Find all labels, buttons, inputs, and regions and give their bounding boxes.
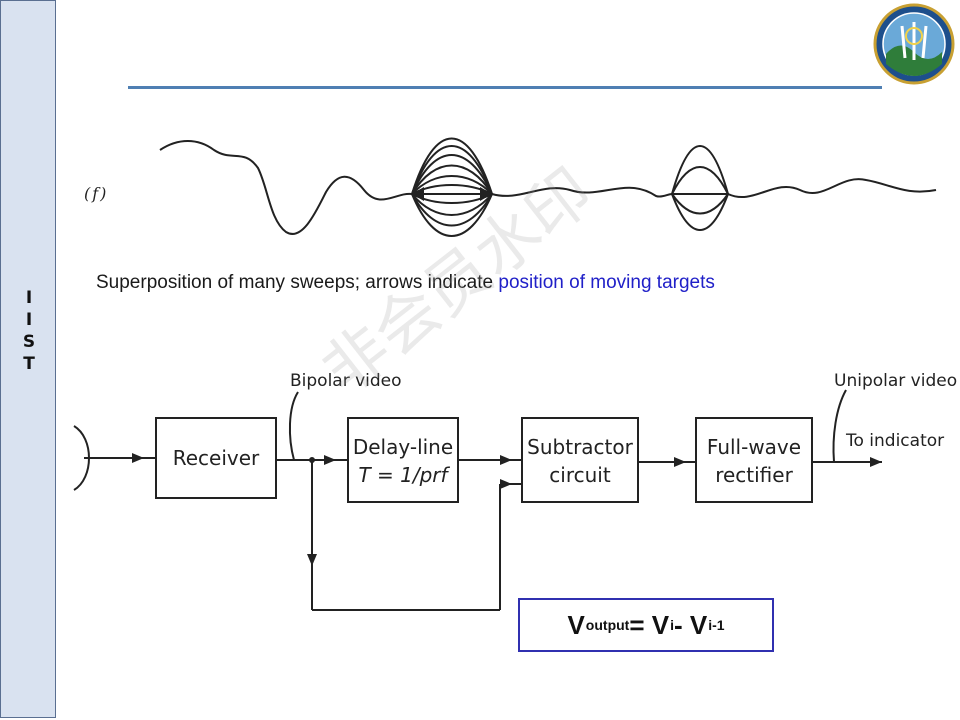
sidebar-letters: I I S T: [1, 287, 57, 375]
formula-minus: - V: [673, 609, 708, 640]
subtractor-label-2: circuit: [549, 463, 611, 487]
formula-last-sub: i-1: [708, 617, 725, 633]
rectifier-label: Full-wave: [707, 435, 801, 459]
sidebar: I I S T: [0, 0, 56, 718]
subtractor-block: [521, 417, 639, 503]
figure-label: (f): [84, 184, 109, 203]
sweep-waveform: [159, 137, 937, 237]
formula-vi-sub: i: [670, 617, 674, 633]
figure-caption: Superposition of many sweeps; arrows ind…: [96, 272, 715, 294]
rectifier-label-2: rectifier: [715, 463, 793, 487]
sidebar-letter: I: [25, 310, 33, 330]
rectifier-block: [695, 417, 813, 503]
unipolar-video-label: Unipolar video: [834, 371, 957, 391]
formula-lhs: V: [567, 609, 585, 640]
delay-line-block: [347, 417, 459, 503]
formula-eq: = V: [629, 609, 670, 640]
institute-logo: [873, 3, 955, 85]
mti-block-diagram: Receiver Delay-line T = 1/prf Subtractor…: [73, 371, 957, 611]
receiver-label: Receiver: [173, 446, 260, 470]
sidebar-letter: T: [23, 354, 35, 374]
caption-text: Superposition of many sweeps; arrows ind…: [96, 272, 499, 293]
formula-lhs-sub: output: [585, 617, 630, 633]
delay-line-label: Delay-line: [353, 435, 453, 459]
subtractor-label: Subtractor: [527, 435, 633, 459]
receiver-block: [155, 417, 277, 499]
header-rule: [128, 86, 882, 89]
sidebar-letter: I: [25, 288, 33, 308]
bipolar-video-label: Bipolar video: [290, 371, 402, 391]
to-indicator-label: To indicator: [845, 431, 944, 451]
caption-highlight: position of moving targets: [498, 272, 715, 293]
delay-line-formula: T = 1/prf: [358, 463, 450, 487]
sidebar-letter: S: [22, 332, 36, 352]
